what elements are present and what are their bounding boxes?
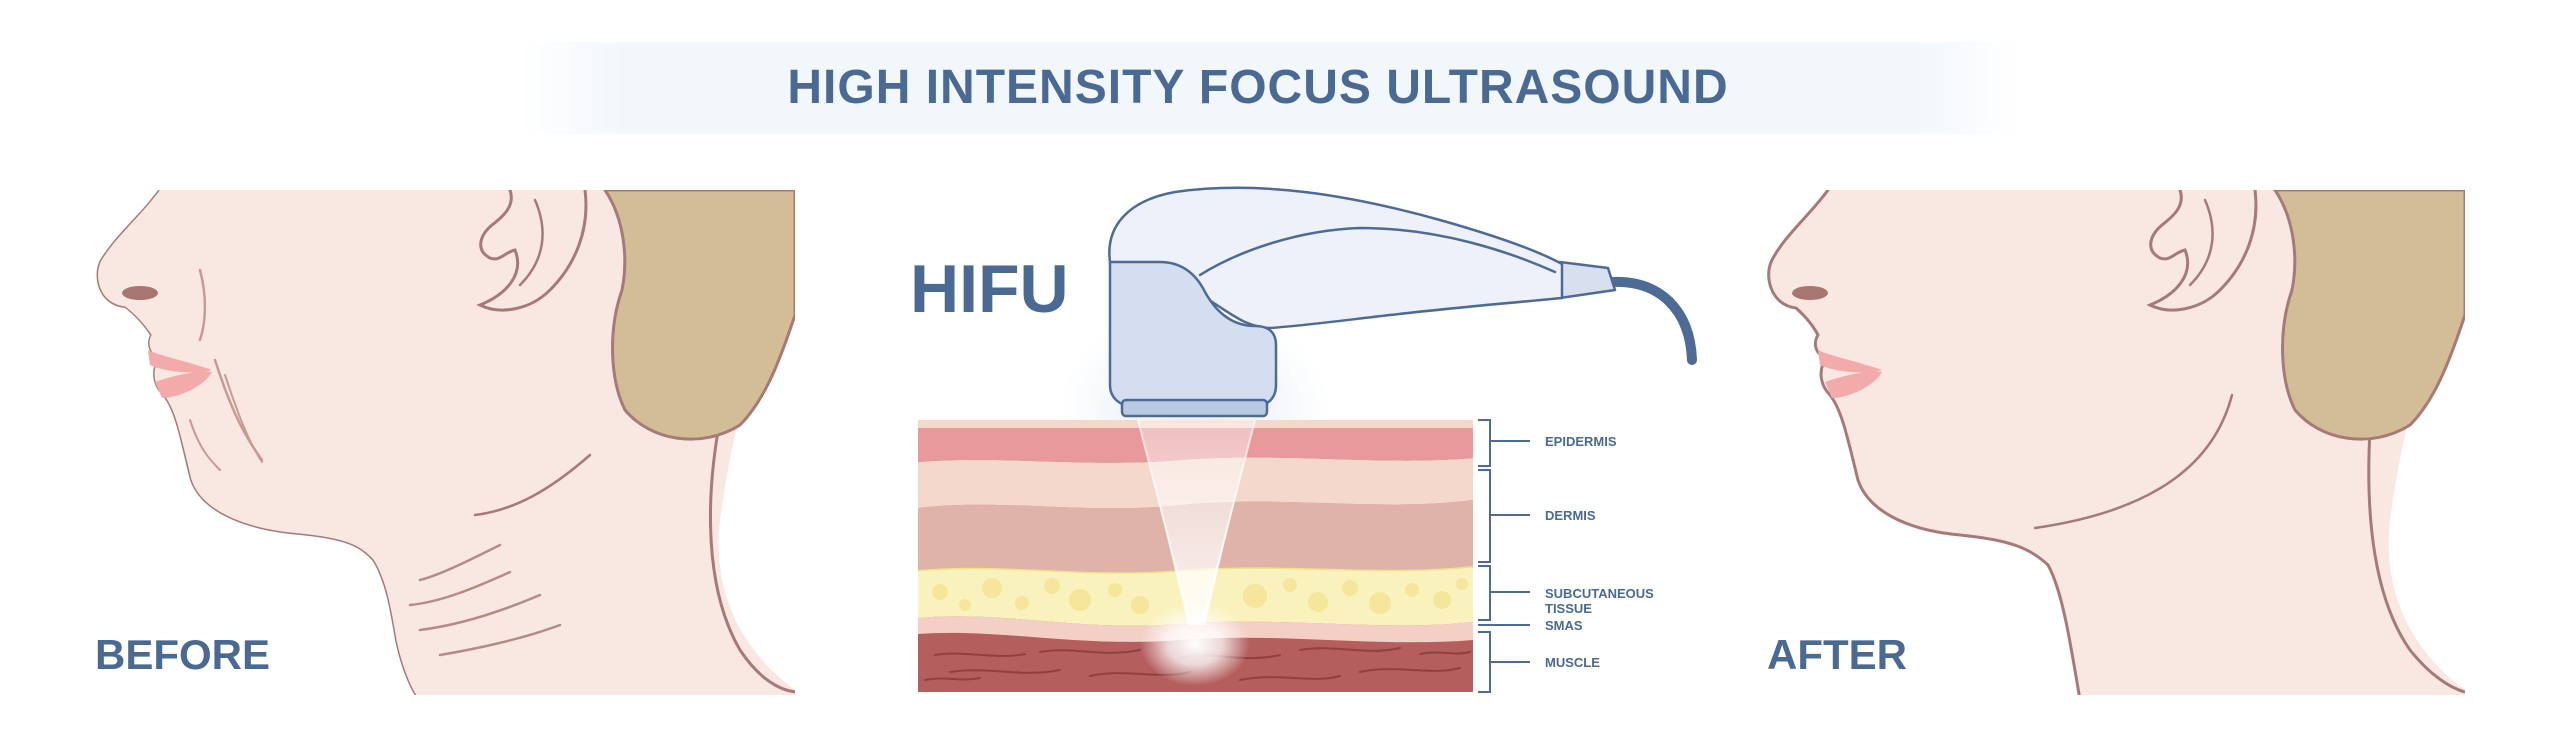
device-cable [1607, 276, 1697, 365]
after-face [1765, 190, 2465, 695]
layer-label-muscle: MUSCLE [1545, 655, 1600, 670]
before-label: BEFORE [95, 631, 270, 678]
layer-label-smas: SMAS [1545, 618, 1583, 633]
after-label: AFTER [1767, 631, 1907, 678]
layer-label-tissue: TISSUE [1545, 601, 1592, 616]
hifu-handpiece [1108, 186, 1697, 418]
layer-label-epidermis: EPIDERMIS [1545, 434, 1617, 449]
layer-label-dermis: DERMIS [1545, 508, 1596, 523]
page-title: HIGH INTENSITY FOCUS ULTRASOUND [787, 61, 1728, 114]
layer-label-subcutaneous: SUBCUTANEOUS [1545, 586, 1654, 601]
ultrasound-beam [1138, 415, 1255, 625]
hifu-label: HIFU [910, 251, 1069, 327]
layer-brackets [1478, 419, 1530, 693]
before-face [95, 190, 795, 695]
title-banner [520, 42, 2020, 134]
focal-point-glow [1140, 602, 1250, 686]
